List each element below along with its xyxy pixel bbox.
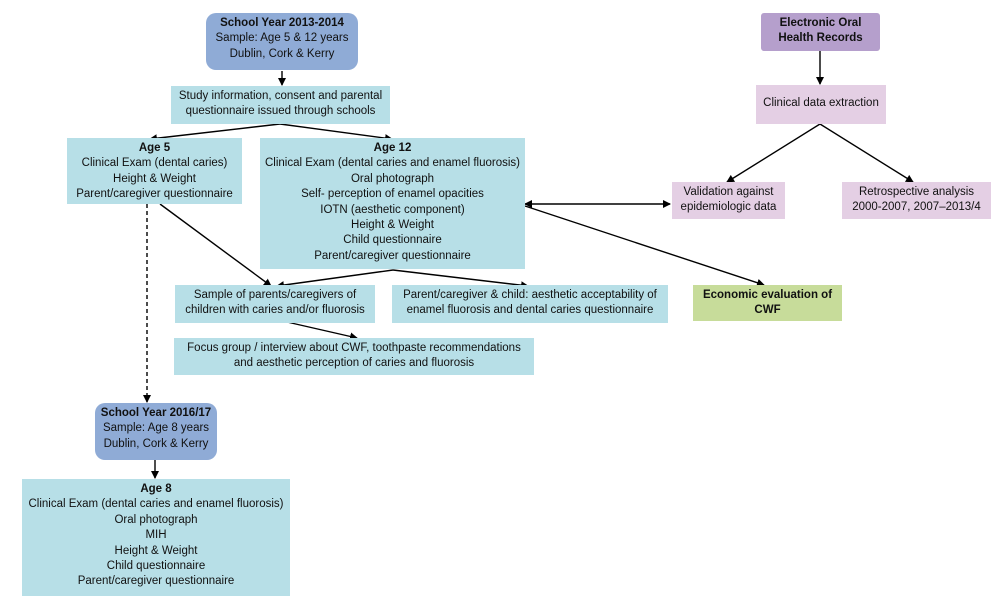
arrow-age12-to-aesthetic-questionnaire [392, 269, 529, 290]
age12-item: Self- perception of enamel opacities [301, 188, 484, 201]
age8-item: Child questionnaire [106, 560, 206, 573]
arrow-age12-to-sample-parents [276, 269, 394, 290]
arrow-study-info-to-age12 [279, 123, 393, 143]
age8-item: MIH [145, 529, 167, 542]
clinical-extraction-label: Clinical data extraction [763, 97, 879, 109]
school-year-2016-locations: Dublin, Cork & Kerry [103, 437, 209, 450]
age12-item: Clinical Exam (dental caries and enamel … [264, 157, 521, 170]
age8-item: Oral photograph [114, 513, 198, 526]
school-year-2013-locations: Dublin, Cork & Kerry [229, 47, 335, 60]
school-year-2013-box: School Year 2013-2014 Sample: Age 5 & 12… [206, 13, 358, 70]
retrospective-line-1: Retrospective analysis [858, 186, 975, 198]
age12-item: Oral photograph [350, 172, 435, 185]
school-year-2016-sample: Sample: Age 8 years [102, 422, 210, 435]
study-info-line-1: Study information, consent and parental [178, 90, 383, 102]
school-year-2013-title: School Year 2013-2014 [220, 17, 344, 29]
validation-box: Validation against epidemiologic data [672, 182, 785, 219]
retrospective-box: Retrospective analysis 2000-2007, 2007–2… [842, 182, 991, 219]
sample-parents-box: Sample of parents/caregivers of children… [175, 285, 375, 323]
age5-item: Parent/caregiver questionnaire [76, 188, 233, 201]
arrow-sample-parents-to-focus-group [286, 321, 358, 341]
arrow-study-info-to-age5 [149, 123, 281, 143]
age8-item: Height & Weight [114, 544, 198, 557]
retrospective-line-2: 2000-2007, 2007–2013/4 [852, 201, 981, 214]
arrow-age12-to-economic [524, 205, 765, 287]
electronic-records-line-2: Health Records [778, 32, 863, 45]
age12-item: Height & Weight [351, 219, 434, 232]
arrow-age5-to-sample-parents [159, 203, 272, 287]
focus-group-box: Focus group / interview about CWF, tooth… [174, 338, 534, 375]
aesthetic-questionnaire-line-2: enamel fluorosis and dental caries quest… [406, 304, 654, 317]
age12-title: Age 12 [373, 142, 412, 154]
validation-line-1: Validation against [683, 186, 774, 198]
age5-title: Age 5 [138, 142, 171, 154]
focus-group-line-2: and aesthetic perception of caries and f… [233, 357, 475, 370]
sample-parents-line-1: Sample of parents/caregivers of [193, 289, 357, 301]
economic-evaluation-line-2: CWF [754, 304, 781, 317]
study-info-line-2: questionnaire issued through schools [185, 105, 376, 118]
age12-box: Age 12 Clinical Exam (dental caries and … [260, 138, 525, 269]
focus-group-line-1: Focus group / interview about CWF, tooth… [187, 342, 521, 354]
aesthetic-questionnaire-box: Parent/caregiver & child: aesthetic acce… [392, 285, 668, 323]
age12-item: Parent/caregiver questionnaire [314, 249, 471, 262]
age12-item: IOTN (aesthetic component) [320, 203, 465, 216]
electronic-records-box: Electronic Oral Health Records [761, 13, 880, 51]
age8-box: Age 8 Clinical Exam (dental caries and e… [22, 479, 290, 596]
electronic-records-line-1: Electronic Oral [779, 17, 862, 29]
study-info-box: Study information, consent and parental … [171, 86, 390, 124]
age5-box: Age 5 Clinical Exam (dental caries) Heig… [67, 138, 242, 204]
aesthetic-questionnaire-line-1: Parent/caregiver & child: aesthetic acce… [403, 289, 657, 301]
sample-parents-line-2: children with caries and/or fluorosis [185, 304, 365, 317]
economic-evaluation-line-1: Economic evaluation of [702, 289, 833, 301]
arrow-extraction-to-validation [726, 123, 821, 183]
school-year-2016-box: School Year 2016/17 Sample: Age 8 years … [95, 403, 217, 460]
age5-item: Clinical Exam (dental caries) [81, 157, 228, 170]
school-year-2016-title: School Year 2016/17 [100, 407, 212, 419]
age5-item: Height & Weight [113, 172, 196, 185]
economic-evaluation-box: Economic evaluation of CWF [693, 285, 842, 321]
age8-item: Clinical Exam (dental caries and enamel … [28, 498, 284, 511]
age8-item: Parent/caregiver questionnaire [77, 575, 235, 588]
clinical-extraction-box: Clinical data extraction [756, 85, 886, 124]
validation-line-2: epidemiologic data [680, 201, 777, 214]
arrow-extraction-to-retrospective [819, 123, 914, 183]
school-year-2013-sample: Sample: Age 5 & 12 years [215, 32, 349, 45]
age12-item: Child questionnaire [343, 234, 442, 247]
age8-title: Age 8 [140, 483, 172, 495]
